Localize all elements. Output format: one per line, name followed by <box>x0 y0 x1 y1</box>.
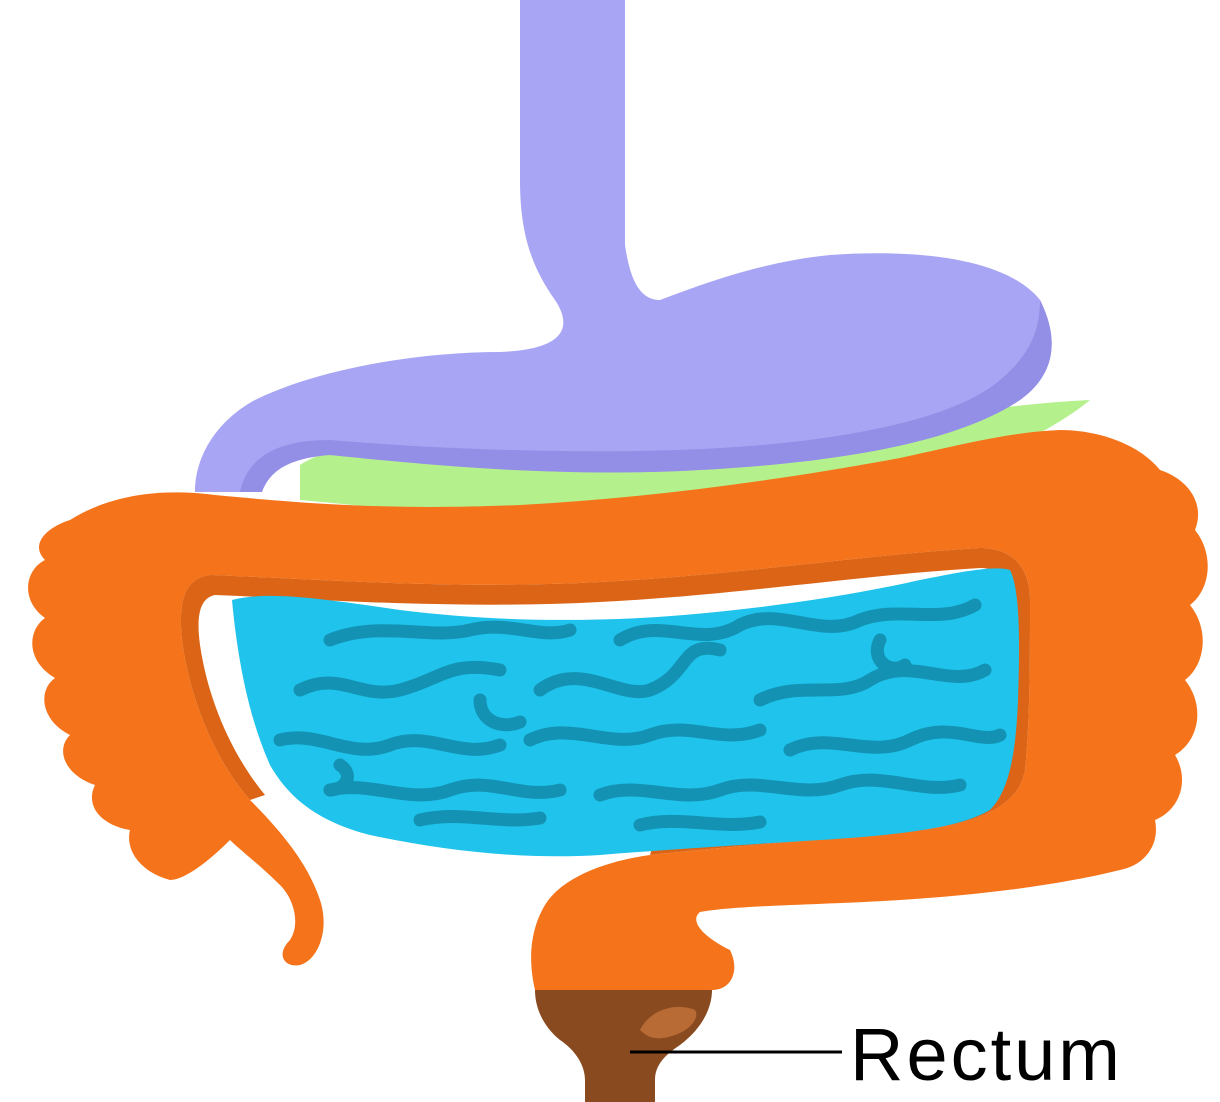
rectum-shape <box>535 990 712 1102</box>
rectum-label: Rectum <box>850 1013 1123 1096</box>
